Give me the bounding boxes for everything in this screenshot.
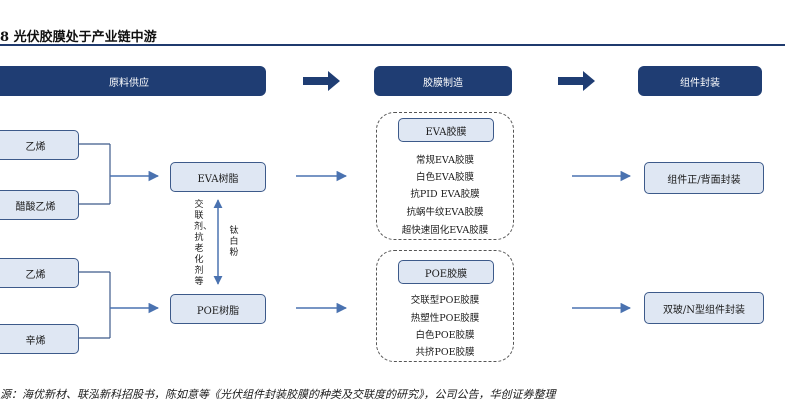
poe-film-item: 交联型POE胶膜 <box>410 295 480 306</box>
source-note: 源：海优新材、联泓新科招股书，陈如意等《光伏组件封装胶膜的种类及交联度的研究》，… <box>0 388 556 401</box>
poe-film-item: 共挤POE胶膜 <box>415 347 475 358</box>
poe-resin-box: POE树脂 <box>170 294 266 324</box>
eva-resin-box: EVA树脂 <box>170 162 266 192</box>
eva-bracket <box>77 143 111 205</box>
eva-film-item: 白色EVA胶膜 <box>415 172 475 183</box>
header-arrow-2 <box>558 71 595 91</box>
poe-film-group <box>376 250 514 362</box>
poe-bracket <box>77 271 111 339</box>
raw-material-ethylene-2: 乙烯 <box>0 258 79 288</box>
header-raw-supply: 原料供应 <box>0 66 266 96</box>
additive-right-label: 钛白粉 <box>229 226 239 258</box>
eva-film-label: EVA胶膜 <box>398 118 494 142</box>
output-front-back-packaging: 组件正/背面封装 <box>644 162 764 194</box>
raw-material-vinyl-acetate: 醋酸乙烯 <box>0 190 79 220</box>
header-module-packaging: 组件封装 <box>638 66 762 96</box>
raw-material-ethylene-1: 乙烯 <box>0 130 79 160</box>
eva-film-item: 常规EVA胶膜 <box>415 155 475 166</box>
raw-material-octene: 辛烯 <box>0 324 79 354</box>
poe-film-item: 白色POE胶膜 <box>415 330 475 341</box>
header-arrow-1 <box>303 71 340 91</box>
title-rule <box>0 44 785 46</box>
eva-film-item: 超快速固化EVA胶膜 <box>401 225 489 236</box>
poe-film-label: POE胶膜 <box>398 260 494 284</box>
poe-film-item: 热塑性POE胶膜 <box>410 313 480 324</box>
eva-film-item: 抗PID EVA胶膜 <box>410 189 480 200</box>
output-double-glass-packaging: 双玻/N型组件封装 <box>644 292 764 324</box>
header-film-manufacturing: 胶膜制造 <box>374 66 512 96</box>
figure-title: 8 光伏胶膜处于产业链中游 <box>0 30 157 45</box>
eva-film-item: 抗蜗牛纹EVA胶膜 <box>406 207 484 218</box>
additive-left-label: 交联剂、抗老化剂等 <box>194 200 213 287</box>
eva-film-group <box>376 112 514 240</box>
